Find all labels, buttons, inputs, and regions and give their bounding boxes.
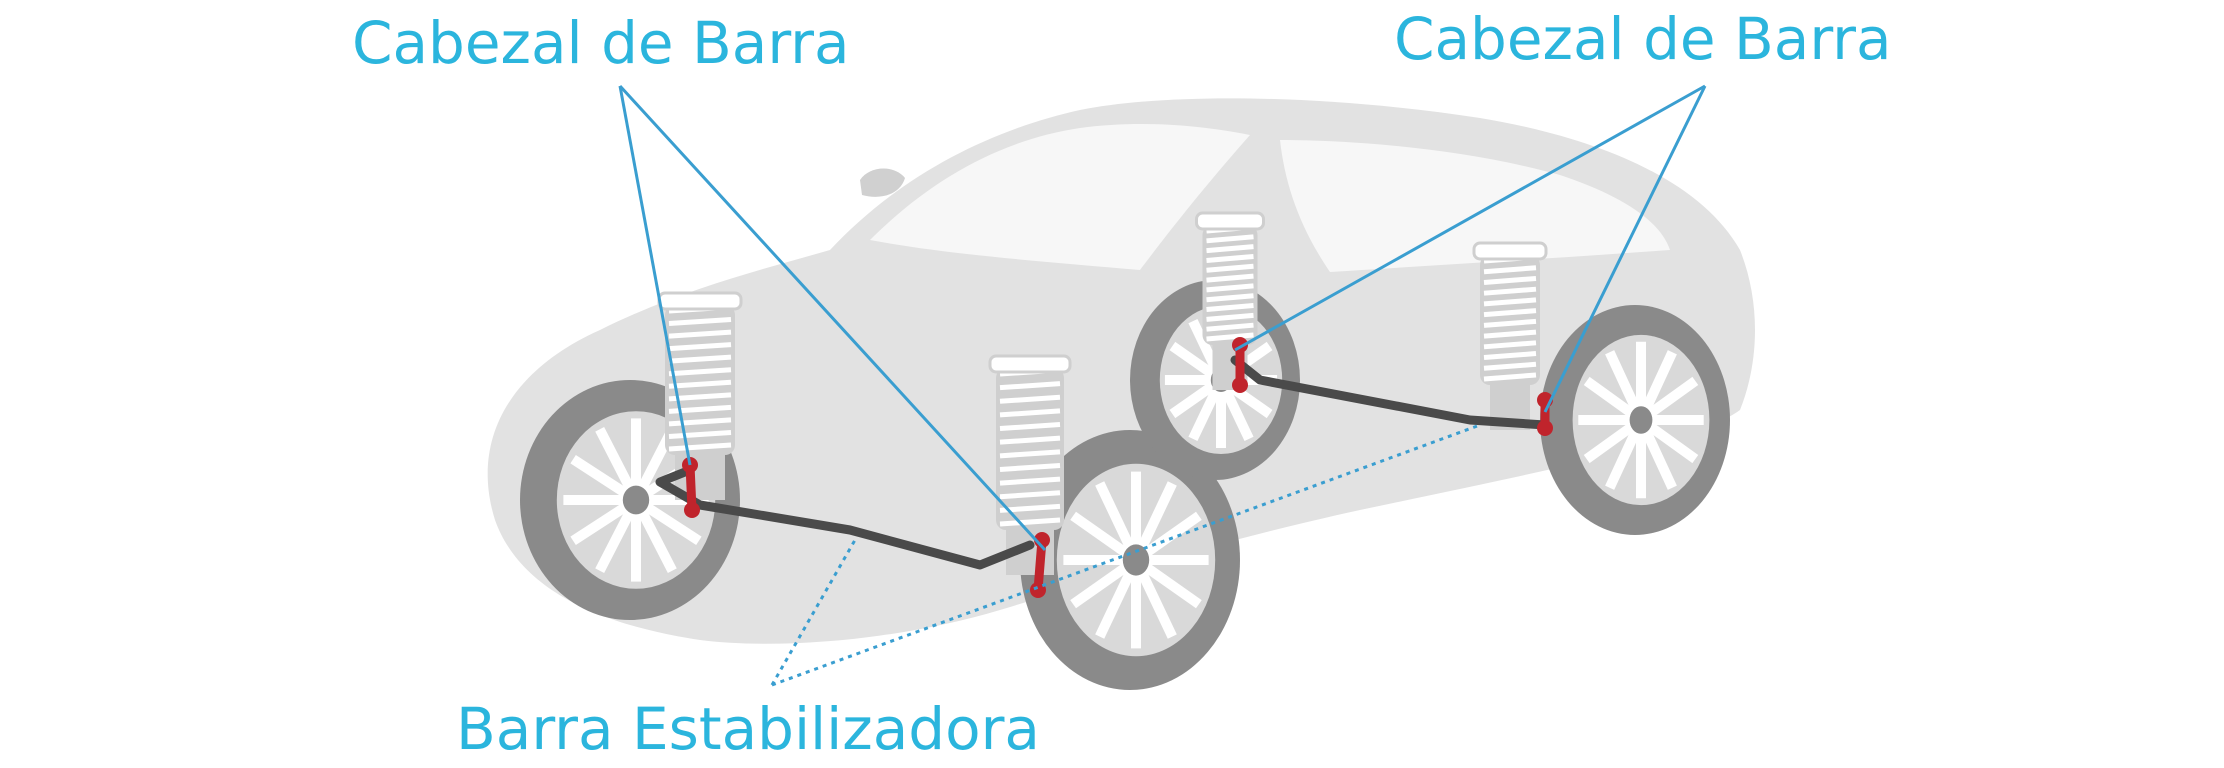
hub	[1629, 406, 1653, 434]
leader-tl-1	[618, 85, 692, 466]
coil	[668, 392, 732, 402]
leader-bottom-1	[770, 539, 857, 686]
coil	[999, 394, 1061, 404]
coil	[999, 449, 1061, 459]
leader-lines	[618, 84, 1707, 687]
tie-rod-end-label-right: Cabezal de Barra	[1394, 5, 1892, 73]
coil	[668, 379, 732, 389]
coil	[1206, 322, 1254, 332]
rear-left-spring	[1195, 211, 1265, 390]
coil	[1483, 329, 1537, 339]
leader-tr-1	[1234, 84, 1706, 352]
joint-front-left	[682, 457, 700, 518]
coil	[668, 354, 732, 364]
rear-right-wheel	[1540, 305, 1730, 535]
front-stabilizer-bar	[655, 465, 1035, 570]
coil	[1206, 303, 1254, 313]
spring-cap	[657, 291, 743, 311]
coil	[1483, 297, 1537, 307]
ball-joint	[684, 502, 700, 518]
coil	[1206, 234, 1254, 244]
coil	[1206, 332, 1254, 342]
car-windshield	[870, 124, 1250, 270]
hub	[622, 485, 650, 515]
car-mirror	[860, 168, 905, 197]
leader-tr-2	[1543, 85, 1707, 413]
joint-front-right	[1030, 532, 1050, 598]
rear-stabilizer-bar	[1230, 355, 1550, 430]
coil	[1483, 361, 1537, 371]
coil	[999, 381, 1061, 391]
coil	[999, 408, 1061, 418]
coil	[999, 422, 1061, 432]
stabilizer-bars	[655, 355, 1550, 570]
coil	[668, 329, 732, 339]
spring-cap	[1472, 241, 1548, 261]
coil	[999, 517, 1061, 527]
coil	[1206, 312, 1254, 322]
coil	[1483, 265, 1537, 275]
coil	[1206, 283, 1254, 293]
coil	[1206, 273, 1254, 283]
ball-joint	[1537, 420, 1553, 436]
coil	[668, 317, 732, 327]
coil	[668, 442, 732, 452]
ball-joint	[1030, 582, 1046, 598]
front-right-wheel	[1020, 430, 1240, 690]
coil	[1483, 308, 1537, 318]
coil	[1483, 340, 1537, 350]
joint-rear-left	[1232, 337, 1248, 393]
coil	[668, 367, 732, 377]
joint-rear-right	[1537, 392, 1553, 436]
coil	[1483, 372, 1537, 382]
coil-spring-icon	[996, 368, 1064, 530]
coil	[1206, 263, 1254, 273]
tie-rod-end-label-left: Cabezal de Barra	[352, 9, 850, 77]
leader-tl-2	[618, 84, 1047, 552]
ball-joint	[1232, 377, 1248, 393]
springs	[657, 211, 1548, 575]
coil	[1483, 351, 1537, 361]
coil	[999, 490, 1061, 500]
coil	[1206, 293, 1254, 303]
coil	[1483, 318, 1537, 328]
spring-cap	[1195, 211, 1265, 231]
coil	[1206, 253, 1254, 263]
car-side-window	[1280, 140, 1670, 272]
rear-right-spring	[1472, 241, 1548, 430]
coil	[999, 476, 1061, 486]
tie-rod-joints	[682, 337, 1553, 598]
coil	[999, 462, 1061, 472]
coil	[668, 429, 732, 439]
stabilizer-bar-label: Barra Estabilizadora	[456, 695, 1040, 763]
link-rod	[1033, 535, 1047, 595]
coil	[668, 417, 732, 427]
coil	[999, 435, 1061, 445]
spring-cap	[988, 354, 1072, 374]
coil	[1483, 275, 1537, 285]
coil	[1483, 286, 1537, 296]
coil	[1206, 244, 1254, 254]
coil	[668, 342, 732, 352]
